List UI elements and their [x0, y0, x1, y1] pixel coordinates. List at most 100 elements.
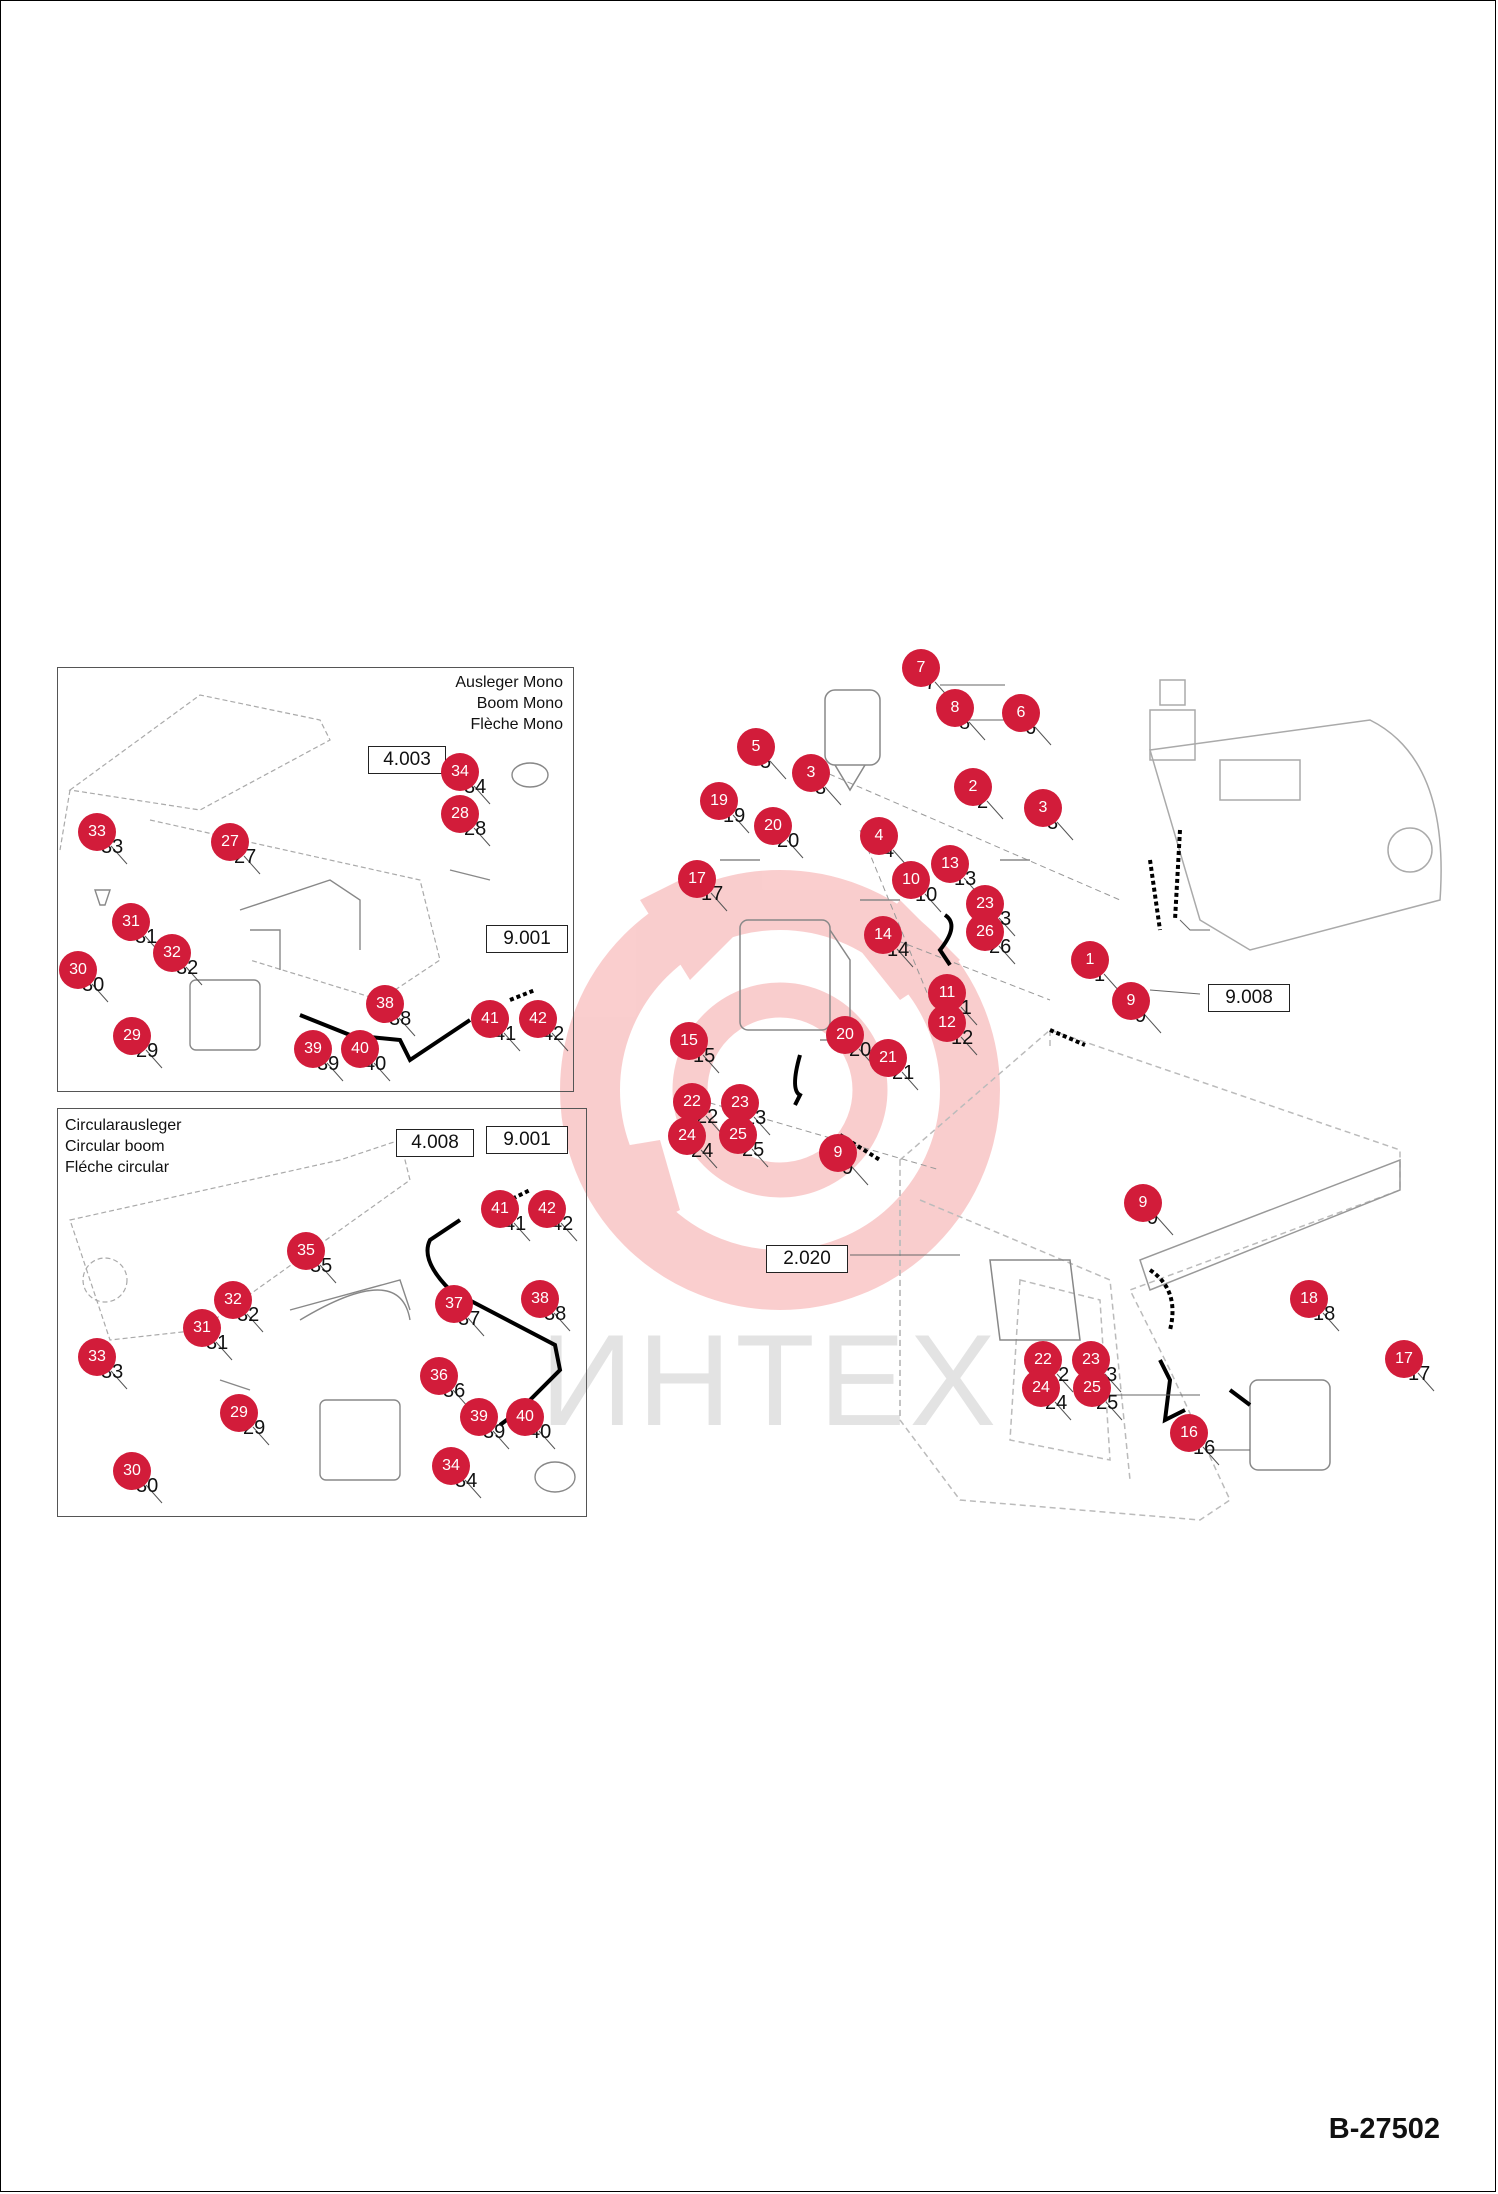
callout-35[interactable]: 35: [287, 1232, 325, 1270]
callout-41[interactable]: 41: [471, 1000, 509, 1038]
callout-28[interactable]: 28: [441, 795, 479, 833]
leader-42: [560, 1222, 578, 1242]
leader-11: [960, 1006, 978, 1026]
callout-leaders: [91, 681, 1435, 1504]
callout-25[interactable]: 25: [719, 1116, 757, 1154]
ref-box-9-001-circular[interactable]: 9.001: [486, 1126, 568, 1154]
callout-6[interactable]: 6: [1002, 694, 1040, 732]
callout-30[interactable]: 30: [113, 1452, 151, 1490]
callout-5[interactable]: 5: [737, 728, 775, 766]
callout-17[interactable]: 17: [1385, 1340, 1423, 1378]
leader-19: [732, 814, 750, 834]
callout-3[interactable]: 3: [792, 754, 830, 792]
leader-8: [968, 721, 986, 741]
callout-33[interactable]: 33: [78, 813, 116, 851]
leader-38: [553, 1312, 571, 1332]
callout-22[interactable]: 22: [673, 1083, 711, 1121]
callout-29[interactable]: 29: [220, 1394, 258, 1432]
callout-32[interactable]: 32: [153, 934, 191, 972]
leader-3: [824, 786, 842, 806]
panel-circular-boom: Circularausleger Circular boom Fléche ci…: [57, 1108, 587, 1517]
callout-20[interactable]: 20: [754, 807, 792, 845]
callout-33[interactable]: 33: [78, 1338, 116, 1376]
cables: [793, 913, 1252, 1424]
callout-21[interactable]: 21: [869, 1039, 907, 1077]
leader-37: [467, 1317, 485, 1337]
callout-41[interactable]: 41: [481, 1190, 519, 1228]
callout-40[interactable]: 40: [506, 1398, 544, 1436]
callout-42[interactable]: 42: [528, 1190, 566, 1228]
callout-31[interactable]: 31: [112, 903, 150, 941]
leader-10: [924, 893, 942, 913]
ref-box-9-001-mono[interactable]: 9.001: [486, 925, 568, 953]
leader-34: [473, 785, 491, 805]
callout-2[interactable]: 2: [954, 768, 992, 806]
leader-3: [1056, 821, 1074, 841]
callout-15[interactable]: 15: [670, 1022, 708, 1060]
leader-21: [901, 1071, 919, 1091]
watermark-text: ИНТЕХ: [540, 1307, 1001, 1453]
ref-box-2-020[interactable]: 2.020: [766, 1245, 848, 1273]
callout-12[interactable]: 12: [928, 1004, 966, 1042]
callout-29[interactable]: 29: [113, 1017, 151, 1055]
callout-4[interactable]: 4: [860, 817, 898, 855]
callout-34[interactable]: 34: [441, 753, 479, 791]
callout-7[interactable]: 7: [902, 649, 940, 687]
callout-3[interactable]: 3: [1024, 789, 1062, 827]
leader-26: [998, 945, 1016, 965]
callout-10[interactable]: 10: [892, 861, 930, 899]
leader-9: [851, 1166, 869, 1186]
callout-39[interactable]: 39: [294, 1030, 332, 1068]
leader-27: [243, 855, 261, 875]
leader-9: [1156, 1216, 1174, 1236]
callout-19[interactable]: 19: [700, 782, 738, 820]
callout-24[interactable]: 24: [1022, 1369, 1060, 1407]
callout-25[interactable]: 25: [1073, 1369, 1111, 1407]
leader-32: [185, 966, 203, 986]
cabin-outline: [899, 1029, 1401, 1521]
callout-39[interactable]: 39: [460, 1398, 498, 1436]
callout-40[interactable]: 40: [341, 1030, 379, 1068]
ref-box-4-008[interactable]: 4.008: [396, 1129, 474, 1157]
callout-37[interactable]: 37: [435, 1285, 473, 1323]
ref-box-4-003[interactable]: 4.003: [368, 746, 446, 774]
callout-20[interactable]: 20: [826, 1016, 864, 1054]
callout-42[interactable]: 42: [519, 1000, 557, 1038]
leader-22: [1056, 1373, 1074, 1393]
leader-42: [551, 1032, 569, 1052]
leader-16: [1202, 1446, 1220, 1466]
callout-16[interactable]: 16: [1170, 1414, 1208, 1452]
leader-20: [786, 839, 804, 859]
callout-9[interactable]: 9: [1112, 982, 1150, 1020]
callout-9[interactable]: 9: [819, 1134, 857, 1172]
watermark-logo: [560, 870, 1000, 1310]
leader-41: [513, 1222, 531, 1242]
callout-31[interactable]: 31: [183, 1309, 221, 1347]
callout-24[interactable]: 24: [668, 1117, 706, 1155]
callout-13[interactable]: 13: [931, 845, 969, 883]
parts-main: [720, 689, 1331, 1471]
callout-1[interactable]: 1: [1071, 941, 1109, 979]
callout-32[interactable]: 32: [214, 1281, 252, 1319]
mono-boom-parts: [94, 762, 549, 1051]
callout-36[interactable]: 36: [420, 1357, 458, 1395]
callout-34[interactable]: 34: [432, 1447, 470, 1485]
callout-18[interactable]: 18: [1290, 1280, 1328, 1318]
callout-27[interactable]: 27: [211, 823, 249, 861]
callout-26[interactable]: 26: [966, 913, 1004, 951]
callout-38[interactable]: 38: [366, 985, 404, 1023]
leader-23: [753, 1116, 771, 1136]
callout-30[interactable]: 30: [59, 951, 97, 989]
callout-9[interactable]: 9: [1124, 1184, 1162, 1222]
callout-8[interactable]: 8: [936, 689, 974, 727]
title-en: Boom Mono: [476, 695, 563, 712]
callout-17[interactable]: 17: [678, 860, 716, 898]
callout-14[interactable]: 14: [864, 916, 902, 954]
leader-39: [492, 1430, 510, 1450]
leader-24: [700, 1149, 718, 1169]
callout-38[interactable]: 38: [521, 1280, 559, 1318]
roof-hatch: [1139, 1158, 1401, 1291]
callout-23[interactable]: 23: [721, 1084, 759, 1122]
leader-29: [145, 1049, 163, 1069]
ref-box-9-008[interactable]: 9.008: [1208, 984, 1290, 1012]
